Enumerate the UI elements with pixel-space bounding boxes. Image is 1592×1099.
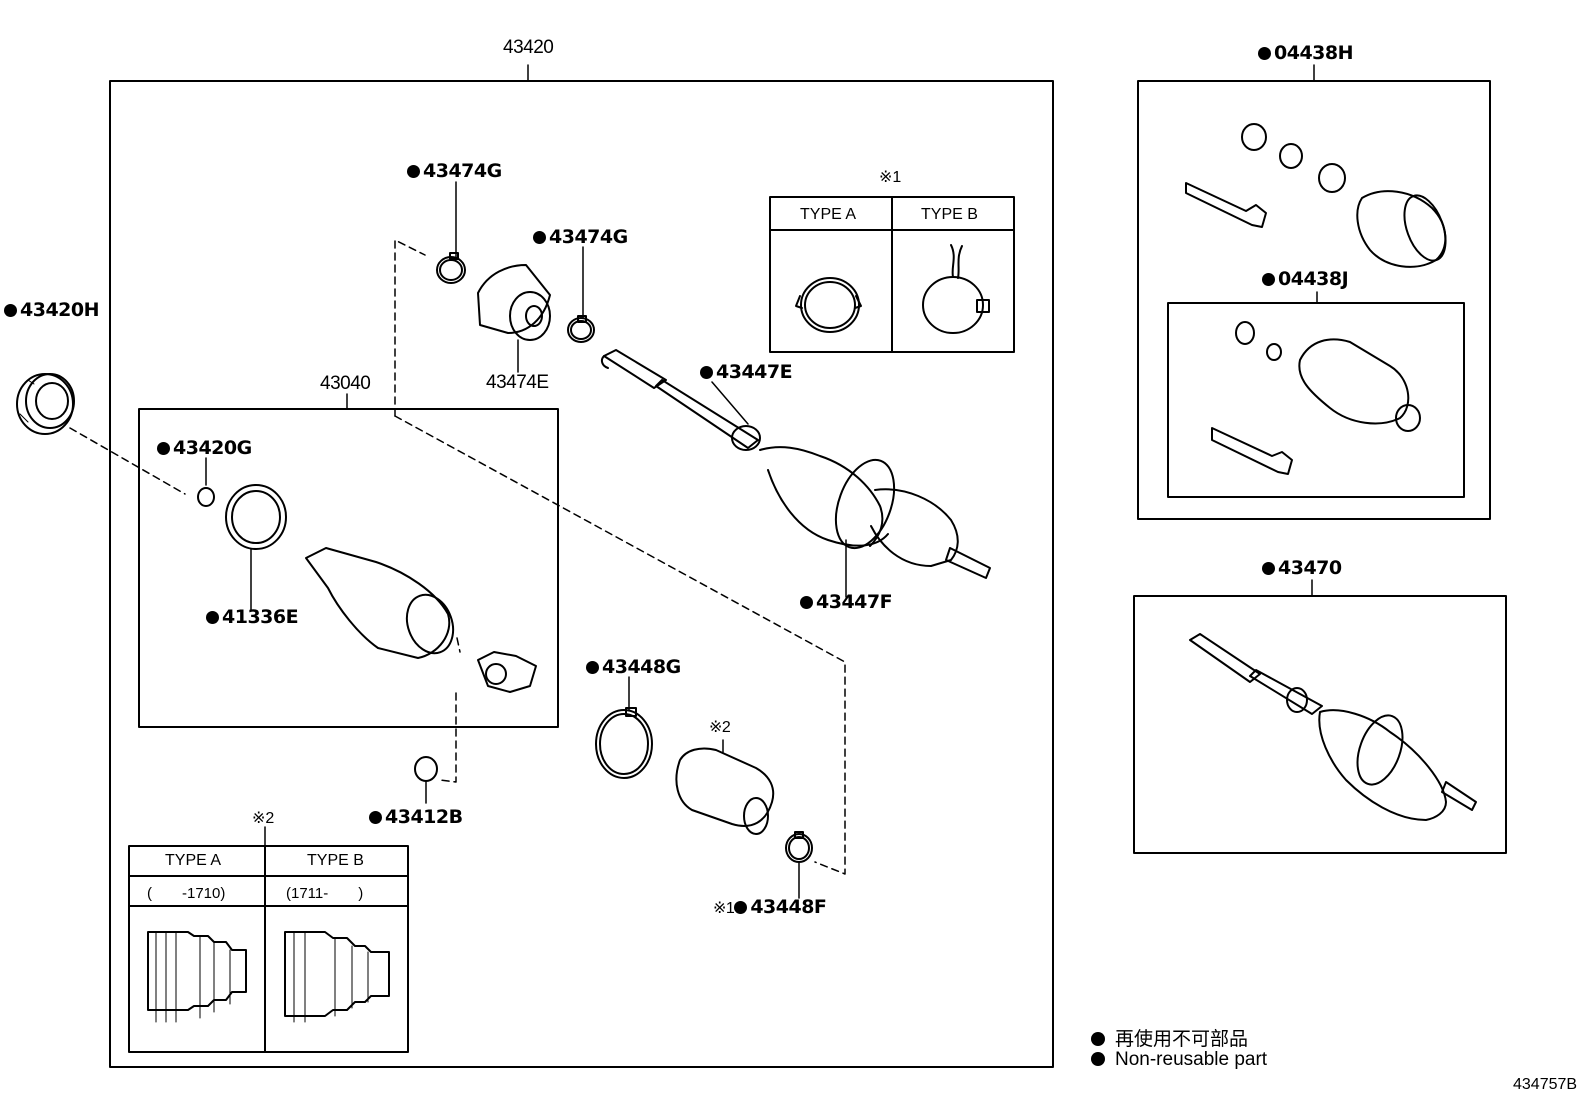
bearing-part bbox=[16, 373, 75, 435]
non-reusable-dot-icon bbox=[533, 231, 546, 244]
inner-joint-parts bbox=[197, 484, 537, 782]
shaft-assy-frame bbox=[1133, 595, 1507, 854]
label-clamp-upper-left: 43474G bbox=[407, 160, 502, 182]
non-reusable-dot-icon bbox=[800, 596, 813, 609]
non-reusable-dot-icon bbox=[369, 811, 382, 824]
part-number: 43474G bbox=[549, 226, 628, 248]
label-dust-seal: 41336E bbox=[206, 606, 299, 628]
label-damper: 43474E bbox=[486, 372, 549, 393]
label-snap-ring-lower: 43412B bbox=[369, 806, 463, 828]
part-number: 41336E bbox=[222, 606, 299, 628]
part-number: 43447F bbox=[816, 591, 893, 613]
legend-text: Non-reusable part bbox=[1115, 1049, 1268, 1070]
legend-en: Non-reusable part bbox=[1091, 1049, 1267, 1071]
part-number: 43470 bbox=[1278, 557, 1342, 579]
legend-ja: 再使用不可部品 bbox=[1091, 1024, 1248, 1051]
boot-kit-parts bbox=[1185, 123, 1447, 475]
label-boot-clamp-large: 43447F bbox=[800, 591, 893, 613]
outer-boot-parts bbox=[595, 707, 813, 863]
non-reusable-dot-icon bbox=[734, 901, 748, 914]
label-boot-kit-outer: 04438H bbox=[1258, 42, 1354, 64]
dashed-leaders bbox=[69, 239, 846, 875]
label-snap-ring: 43420G bbox=[157, 437, 252, 459]
label-note-ref-2-boot: ※2 bbox=[709, 719, 731, 736]
boot-kit-frame bbox=[1137, 80, 1491, 520]
label-clamp-upper-right: 43474G bbox=[533, 226, 628, 248]
part-number: 43448G bbox=[602, 656, 681, 678]
type-table-2 bbox=[128, 826, 409, 1053]
label-boot-clamp-small: 43447E bbox=[700, 361, 793, 383]
non-reusable-dot-icon bbox=[4, 304, 17, 317]
label-inner-joint-assembly: 43040 bbox=[320, 373, 371, 394]
type-table-2-range-b: (1711- ) bbox=[286, 885, 364, 902]
shaft-assy-parts bbox=[1189, 633, 1477, 821]
part-number: 04438J bbox=[1278, 268, 1349, 290]
type-table-1 bbox=[769, 196, 1015, 353]
non-reusable-dot-icon bbox=[586, 661, 599, 674]
type-table-2-col-b: TYPE B bbox=[307, 852, 364, 869]
non-reusable-dot-icon bbox=[1258, 47, 1271, 60]
non-reusable-dot-icon bbox=[1091, 1032, 1105, 1046]
part-number: 43420G bbox=[173, 437, 252, 459]
non-reusable-dot-icon bbox=[157, 442, 170, 455]
non-reusable-dot-icon bbox=[407, 165, 420, 178]
inner-joint-frame bbox=[138, 408, 559, 728]
type-table-2-col-a: TYPE A bbox=[165, 852, 222, 869]
non-reusable-dot-icon bbox=[1262, 273, 1275, 286]
part-number: 43474G bbox=[423, 160, 502, 182]
non-reusable-dot-icon bbox=[1262, 562, 1275, 575]
non-reusable-dot-icon bbox=[206, 611, 219, 624]
part-number: 43448F bbox=[750, 896, 827, 918]
part-number: 04438H bbox=[1274, 42, 1354, 64]
legend-text: 再使用不可部品 bbox=[1115, 1029, 1249, 1050]
drive-shaft-main bbox=[600, 349, 991, 579]
label-outer-clamp-large: 43448G bbox=[586, 656, 681, 678]
type-table-1-ref: ※1 bbox=[879, 169, 902, 186]
type-table-1-col-a: TYPE A bbox=[800, 206, 857, 223]
type-table-2-range-a: ( -1710) bbox=[147, 885, 226, 902]
label-bearing: 43420H bbox=[4, 299, 100, 321]
main-assembly-frame bbox=[109, 80, 1054, 1068]
boot-kit-inner-frame bbox=[1167, 302, 1465, 498]
diagram-id: 434757B bbox=[1513, 1076, 1578, 1093]
label-shaft-assy: 43470 bbox=[1262, 557, 1342, 579]
non-reusable-dot-icon bbox=[1091, 1052, 1105, 1066]
type-table-2-ref: ※2 bbox=[252, 810, 275, 827]
label-main-assembly: 43420 bbox=[503, 37, 554, 58]
note-ref: ※1 bbox=[713, 900, 735, 917]
label-boot-kit-inner: 04438J bbox=[1262, 268, 1349, 290]
label-outer-clamp-small: ※1 43448F bbox=[713, 896, 827, 920]
non-reusable-dot-icon bbox=[700, 366, 713, 379]
type-table-1-col-b: TYPE B bbox=[921, 206, 978, 223]
part-number: 43420H bbox=[20, 299, 100, 321]
part-number: 43447E bbox=[716, 361, 793, 383]
damper-parts bbox=[436, 252, 595, 343]
part-number: 43412B bbox=[385, 806, 463, 828]
